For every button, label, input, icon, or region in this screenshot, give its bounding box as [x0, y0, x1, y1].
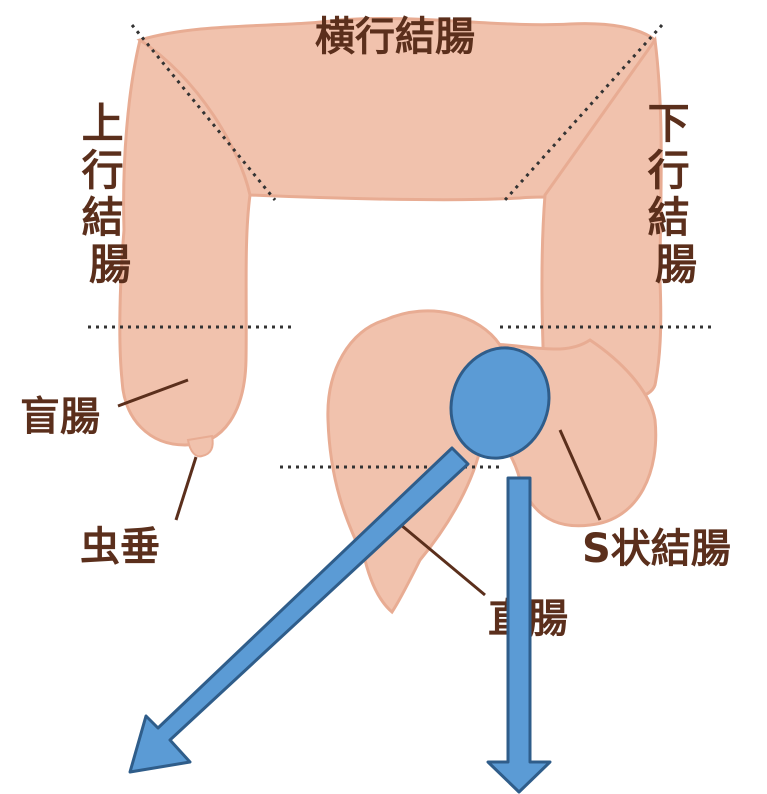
- arrow-down-left: [130, 448, 468, 772]
- label-cecum: 盲腸: [20, 394, 100, 440]
- label-transverse-colon: 横行結腸: [315, 14, 475, 60]
- label-descending-colon-char-1: 下: [648, 99, 690, 148]
- label-ascending-colon-char-1: 上: [82, 99, 124, 148]
- label-ascending-colon-char-4: 腸: [89, 240, 131, 289]
- label-ascending-colon-char-3: 結: [82, 193, 124, 242]
- label-ascending-colon-char-2: 行: [82, 146, 124, 195]
- label-descending-colon-char-4: 腸: [655, 240, 697, 289]
- label-sigmoid-colon: S状結腸: [582, 526, 731, 572]
- label-appendix: 虫垂: [80, 524, 160, 570]
- label-descending-colon-char-3: 結: [648, 193, 690, 242]
- appendix-leader-line: [176, 457, 196, 520]
- label-descending-colon: 下 行 結 腸: [648, 99, 705, 289]
- label-ascending-colon: 上 行 結 腸: [82, 99, 139, 289]
- appendix-shape: [188, 436, 213, 456]
- label-descending-colon-char-2: 行: [648, 146, 690, 195]
